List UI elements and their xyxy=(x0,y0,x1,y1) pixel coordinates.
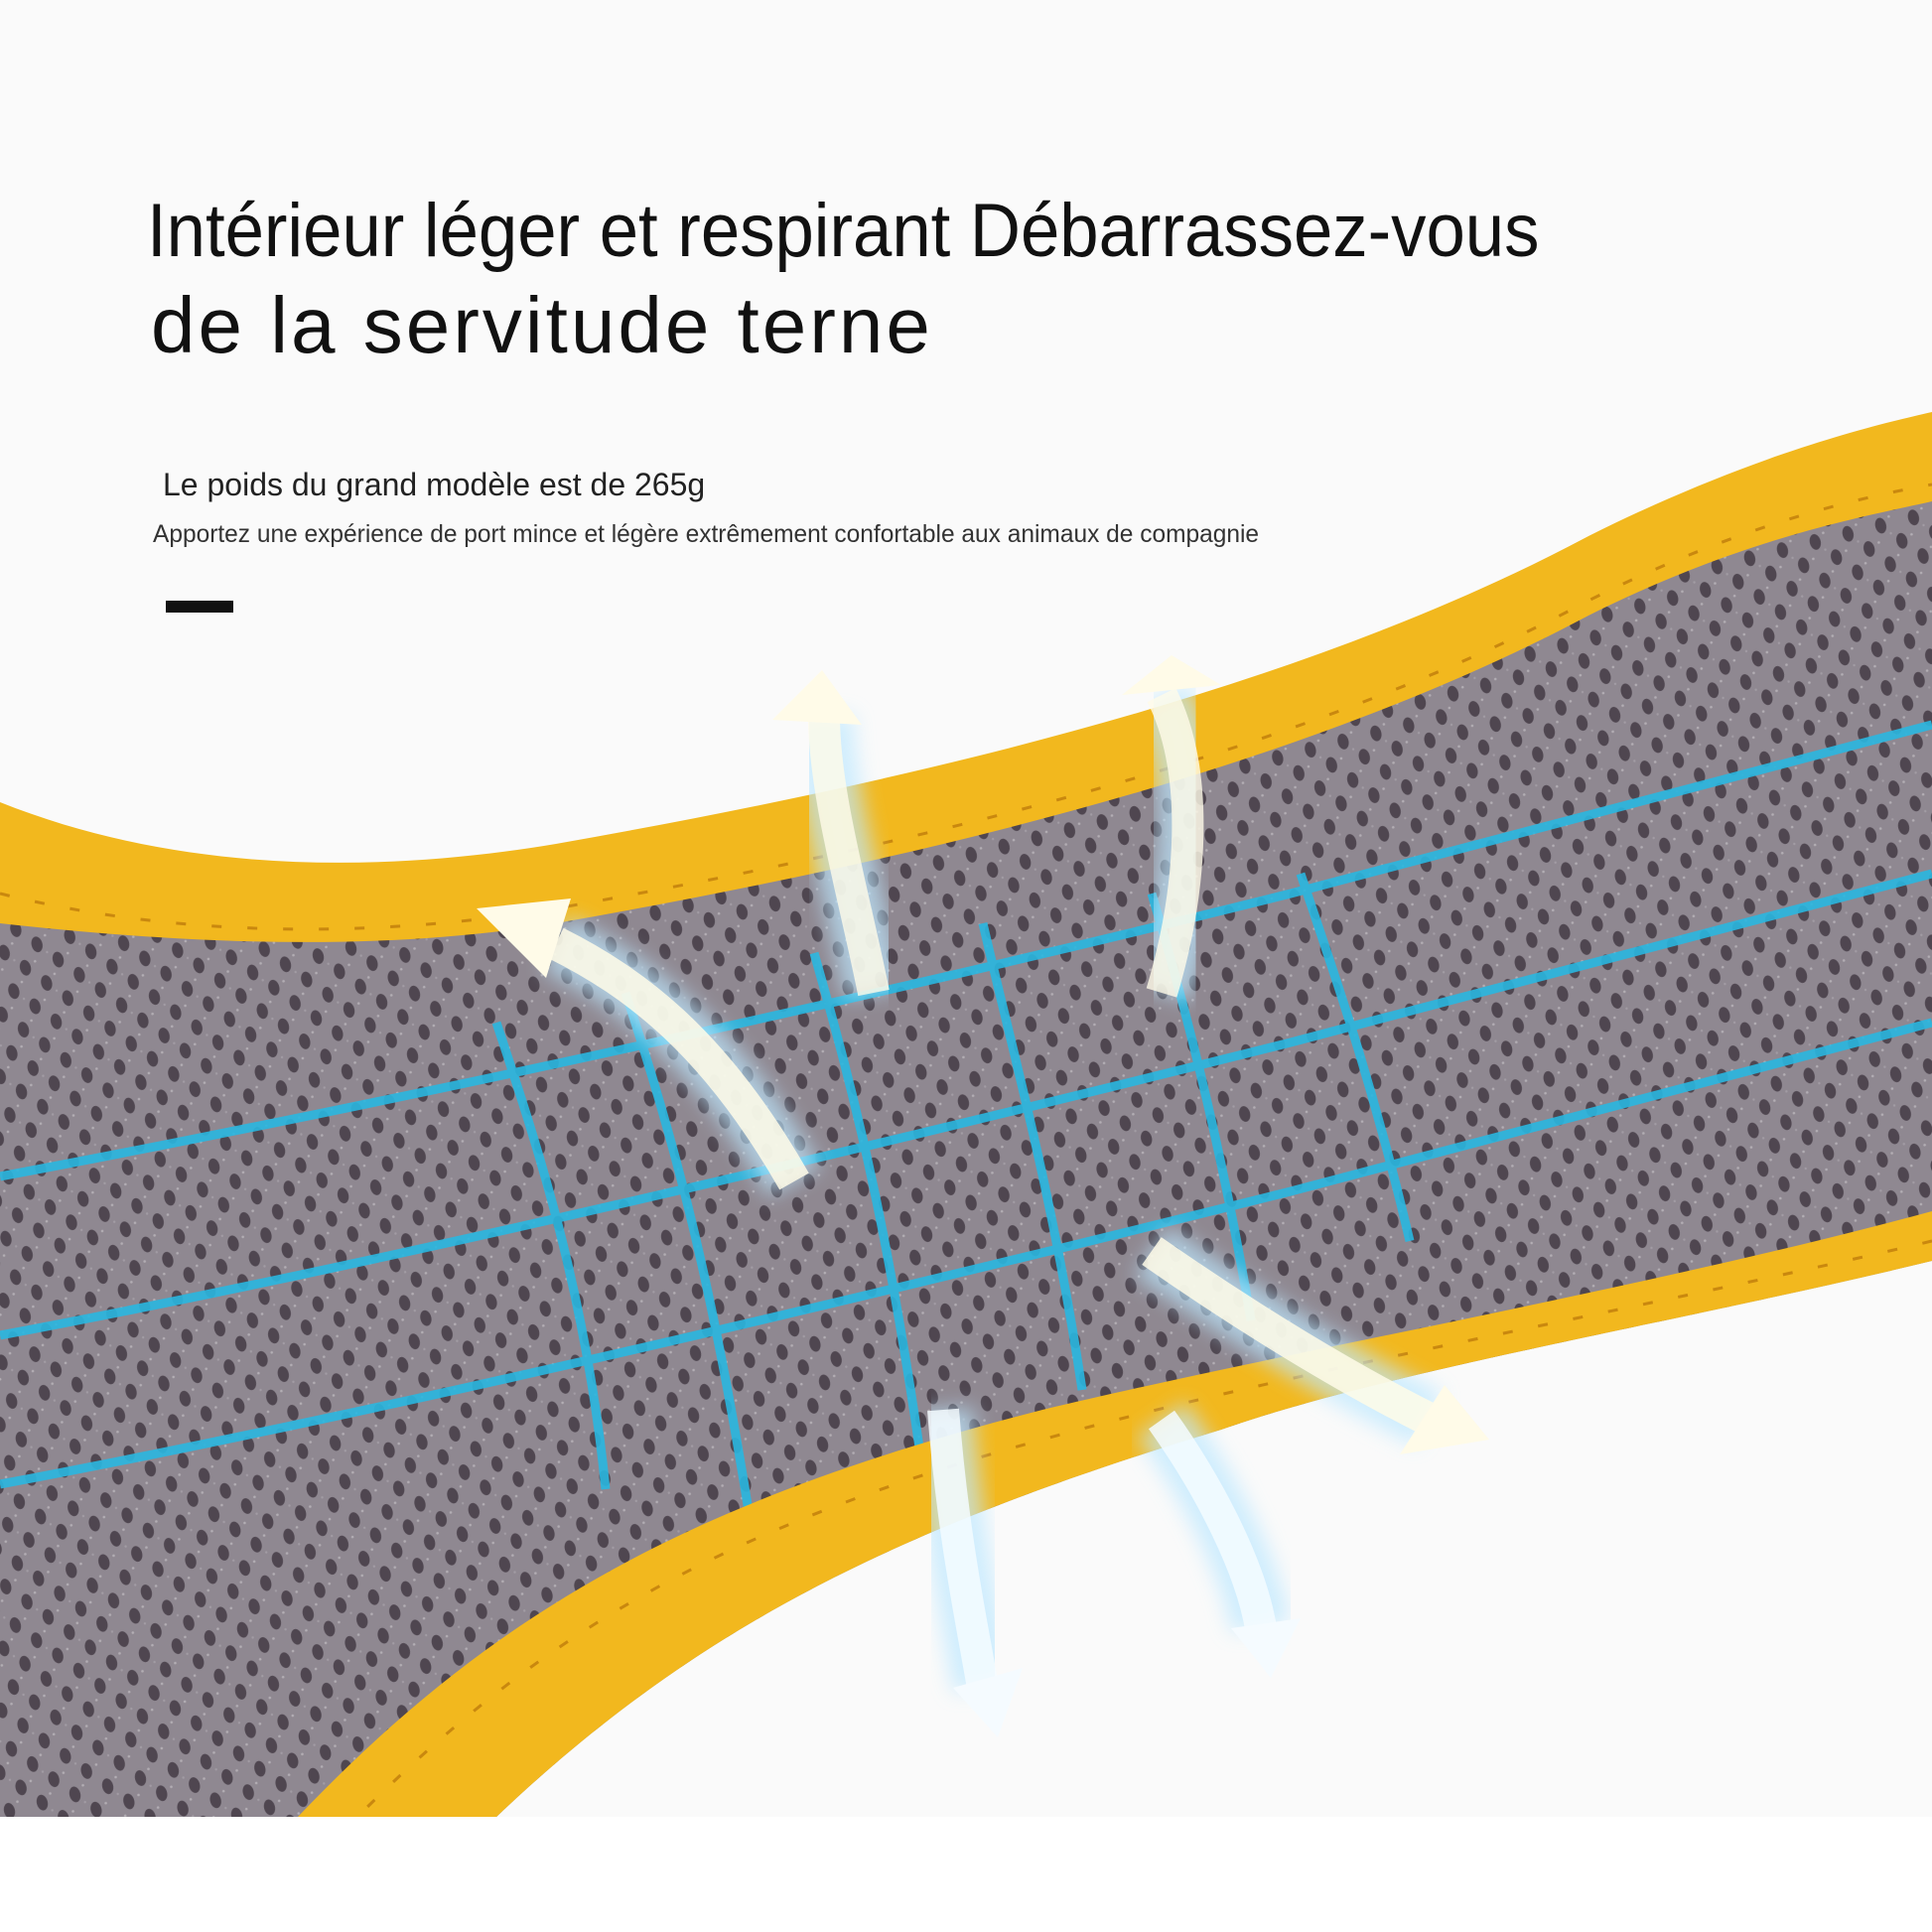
airflow-arrows xyxy=(477,655,1489,1737)
description-text: Apportez une expérience de port mince et… xyxy=(153,520,1260,548)
headline-line-1: Intérieur léger et respirant Débarrassez… xyxy=(147,189,1540,273)
weight-text: Le poids du grand modèle est de 265g xyxy=(163,467,706,502)
bottom-margin xyxy=(0,1817,1932,1932)
headline-line-2: de la servitude terne xyxy=(151,281,933,369)
headline: Intérieur léger et respirant Débarrassez… xyxy=(147,187,1644,375)
divider-dash xyxy=(166,601,233,613)
blue-grid xyxy=(0,720,1932,1550)
